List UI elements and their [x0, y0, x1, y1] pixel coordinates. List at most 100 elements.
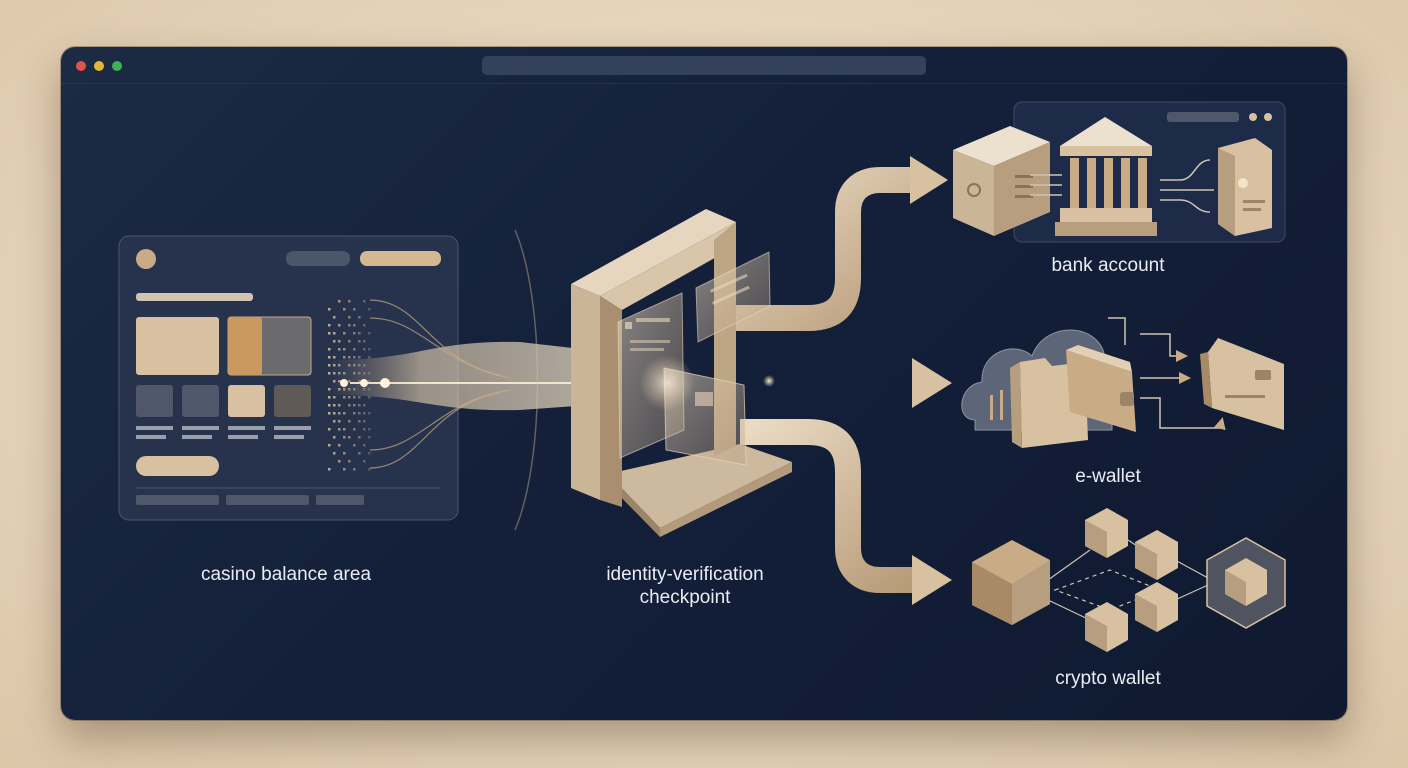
- particle-dot: [363, 460, 366, 463]
- title-bar: [61, 47, 1347, 84]
- particle-dot: [348, 300, 351, 303]
- particle-dot: [353, 348, 356, 351]
- crypto-wallet-destination: [972, 508, 1286, 652]
- particle-dot: [333, 396, 336, 399]
- particle-dot: [343, 436, 346, 439]
- particle-dot: [328, 348, 331, 351]
- verification-documents: [617, 251, 771, 466]
- crypto-wallet-label: crypto wallet: [1055, 668, 1161, 689]
- particle-dot: [343, 412, 346, 415]
- nav-pill[interactable]: [286, 251, 350, 266]
- verification-gate: [571, 209, 792, 537]
- bank-building-icon: [1055, 117, 1157, 236]
- particle-dot: [358, 332, 361, 335]
- checkpoint-label-line1: identity-verification: [606, 564, 764, 585]
- particle-dot: [348, 340, 351, 343]
- particle-dot: [328, 356, 331, 359]
- particle-dot: [363, 348, 366, 351]
- particle-dot: [353, 332, 356, 335]
- particle-dot: [333, 420, 336, 423]
- particle-dot: [343, 468, 346, 471]
- data-flow-beam: [330, 229, 600, 531]
- particle-dot: [328, 404, 331, 407]
- particle-dot: [368, 412, 371, 415]
- particle-dot: [358, 340, 361, 343]
- particle-dot: [358, 404, 361, 407]
- particle-dot: [368, 428, 371, 431]
- particle-dot: [328, 364, 331, 367]
- particle-dot: [358, 356, 361, 359]
- particle-dot: [338, 412, 341, 415]
- particle-dot: [358, 452, 361, 455]
- particle-dot: [333, 316, 336, 319]
- close-window-button[interactable]: [76, 61, 86, 71]
- particle-dot: [368, 396, 371, 399]
- particle-dot: [333, 436, 336, 439]
- particle-dot: [348, 356, 351, 359]
- particle-dot: [353, 412, 356, 415]
- particle-dot: [358, 396, 361, 399]
- bank-account-destination: [953, 101, 1286, 243]
- particle-dot: [328, 444, 331, 447]
- credit-card-icon: [1200, 338, 1284, 430]
- particle-dot: [333, 332, 336, 335]
- particle-dot: [338, 324, 341, 327]
- particle-dot: [363, 428, 366, 431]
- maximize-window-button[interactable]: [112, 61, 122, 71]
- bank-account-label: bank account: [1051, 255, 1165, 276]
- particle-dot: [338, 300, 341, 303]
- particle-dot: [348, 404, 351, 407]
- particle-dot: [328, 308, 331, 311]
- ewallet-label: e-wallet: [1075, 466, 1141, 487]
- particle-dot: [338, 420, 341, 423]
- particle-dot: [353, 444, 356, 447]
- branch-arrows: [735, 156, 952, 605]
- document-icon: [1218, 138, 1272, 236]
- minimize-window-button[interactable]: [94, 61, 104, 71]
- particle-dot: [338, 460, 341, 463]
- particle-dot: [353, 396, 356, 399]
- particle-dot: [358, 420, 361, 423]
- particle-dot: [338, 348, 341, 351]
- particle-dot: [333, 340, 336, 343]
- particle-dot: [348, 420, 351, 423]
- particle-dot: [353, 356, 356, 359]
- ewallet-destination: [961, 317, 1284, 448]
- checkpoint-label-line2: checkpoint: [639, 587, 731, 608]
- source-label: casino balance area: [200, 564, 372, 585]
- withdraw-button[interactable]: [136, 456, 219, 476]
- address-bar[interactable]: [482, 56, 926, 75]
- particle-dot: [328, 388, 331, 391]
- avatar: [136, 249, 156, 269]
- particle-dot: [363, 412, 366, 415]
- particle-dot: [368, 436, 371, 439]
- particle-dot: [333, 356, 336, 359]
- blockchain-cubes-icon: [972, 508, 1286, 652]
- arrow-to-bank: [910, 156, 948, 204]
- particle-dot: [328, 332, 331, 335]
- particle-dot: [333, 404, 336, 407]
- particle-dot: [343, 348, 346, 351]
- particle-dot: [343, 332, 346, 335]
- particle-dot: [368, 348, 371, 351]
- particle-dot: [328, 428, 331, 431]
- particle-dot: [338, 428, 341, 431]
- particle-dot: [333, 452, 336, 455]
- safe-icon: [953, 126, 1050, 236]
- particle-dot: [338, 444, 341, 447]
- particle-dot: [338, 404, 341, 407]
- balance-tile[interactable]: [136, 317, 219, 375]
- particle-dot: [363, 420, 366, 423]
- deposit-pill-button[interactable]: [360, 251, 441, 266]
- particle-dot: [353, 468, 356, 471]
- particle-dot: [363, 300, 366, 303]
- particle-dot: [328, 396, 331, 399]
- particle-dot: [368, 452, 371, 455]
- particle-dot: [368, 356, 371, 359]
- particle-dot: [348, 324, 351, 327]
- casino-balance-panel: [118, 235, 459, 521]
- particle-dot: [348, 316, 351, 319]
- particle-dot: [348, 396, 351, 399]
- particle-dot: [343, 428, 346, 431]
